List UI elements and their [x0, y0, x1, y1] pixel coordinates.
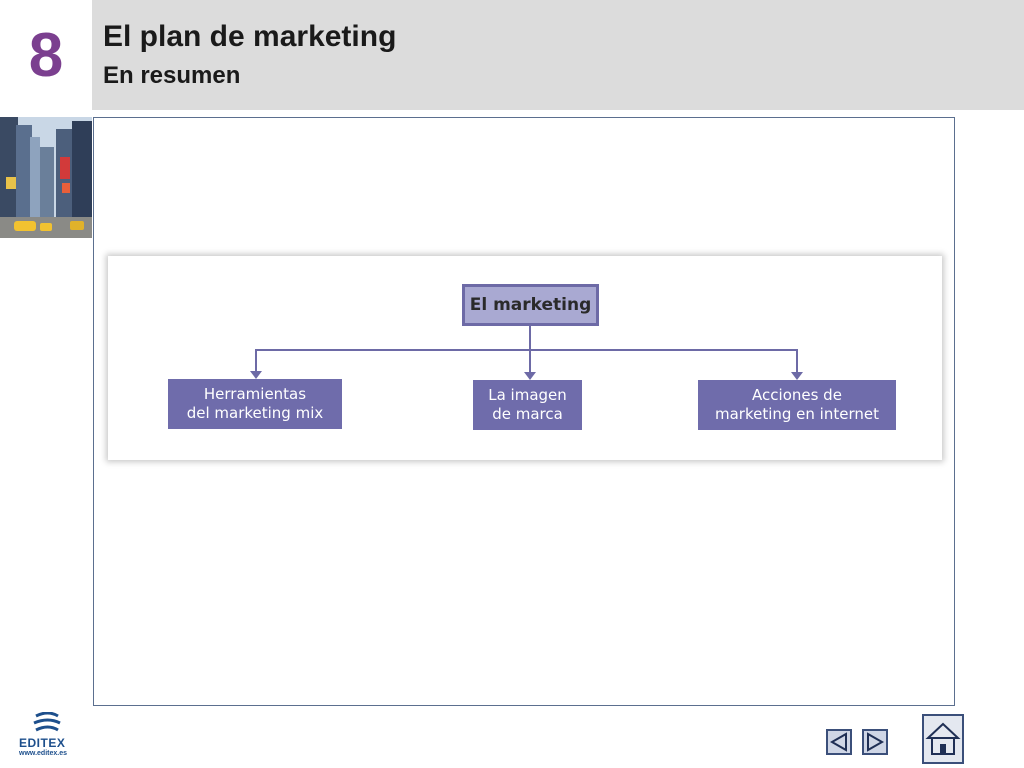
chapter-number: 8 [0, 0, 92, 110]
logo-text: EDITEX [19, 736, 66, 750]
node-acciones-internet: Acciones de marketing en internet [698, 380, 896, 430]
triangle-left-icon [829, 732, 847, 752]
next-button[interactable] [862, 729, 888, 755]
arrowhead-left [250, 371, 262, 379]
city-photo-illustration [0, 117, 92, 238]
home-icon [925, 722, 961, 755]
header-band [92, 0, 1024, 110]
home-button[interactable] [922, 714, 964, 764]
node-herramientas: Herramientas del marketing mix [168, 379, 342, 429]
node-el-marketing: El marketing [462, 284, 599, 326]
page-title: El plan de marketing [103, 20, 397, 53]
previous-button[interactable] [826, 729, 852, 755]
logo-url: www.editex.es [19, 750, 67, 757]
triangle-right-icon [867, 732, 885, 752]
editex-logo [18, 711, 78, 760]
page-subtitle: En resumen [103, 62, 241, 89]
node-imagen-marca: La imagen de marca [473, 380, 582, 430]
editex-logo-icon [33, 711, 61, 732]
city-photo [0, 117, 92, 238]
arrowhead-right [791, 372, 803, 380]
arrowhead-center [524, 372, 536, 380]
